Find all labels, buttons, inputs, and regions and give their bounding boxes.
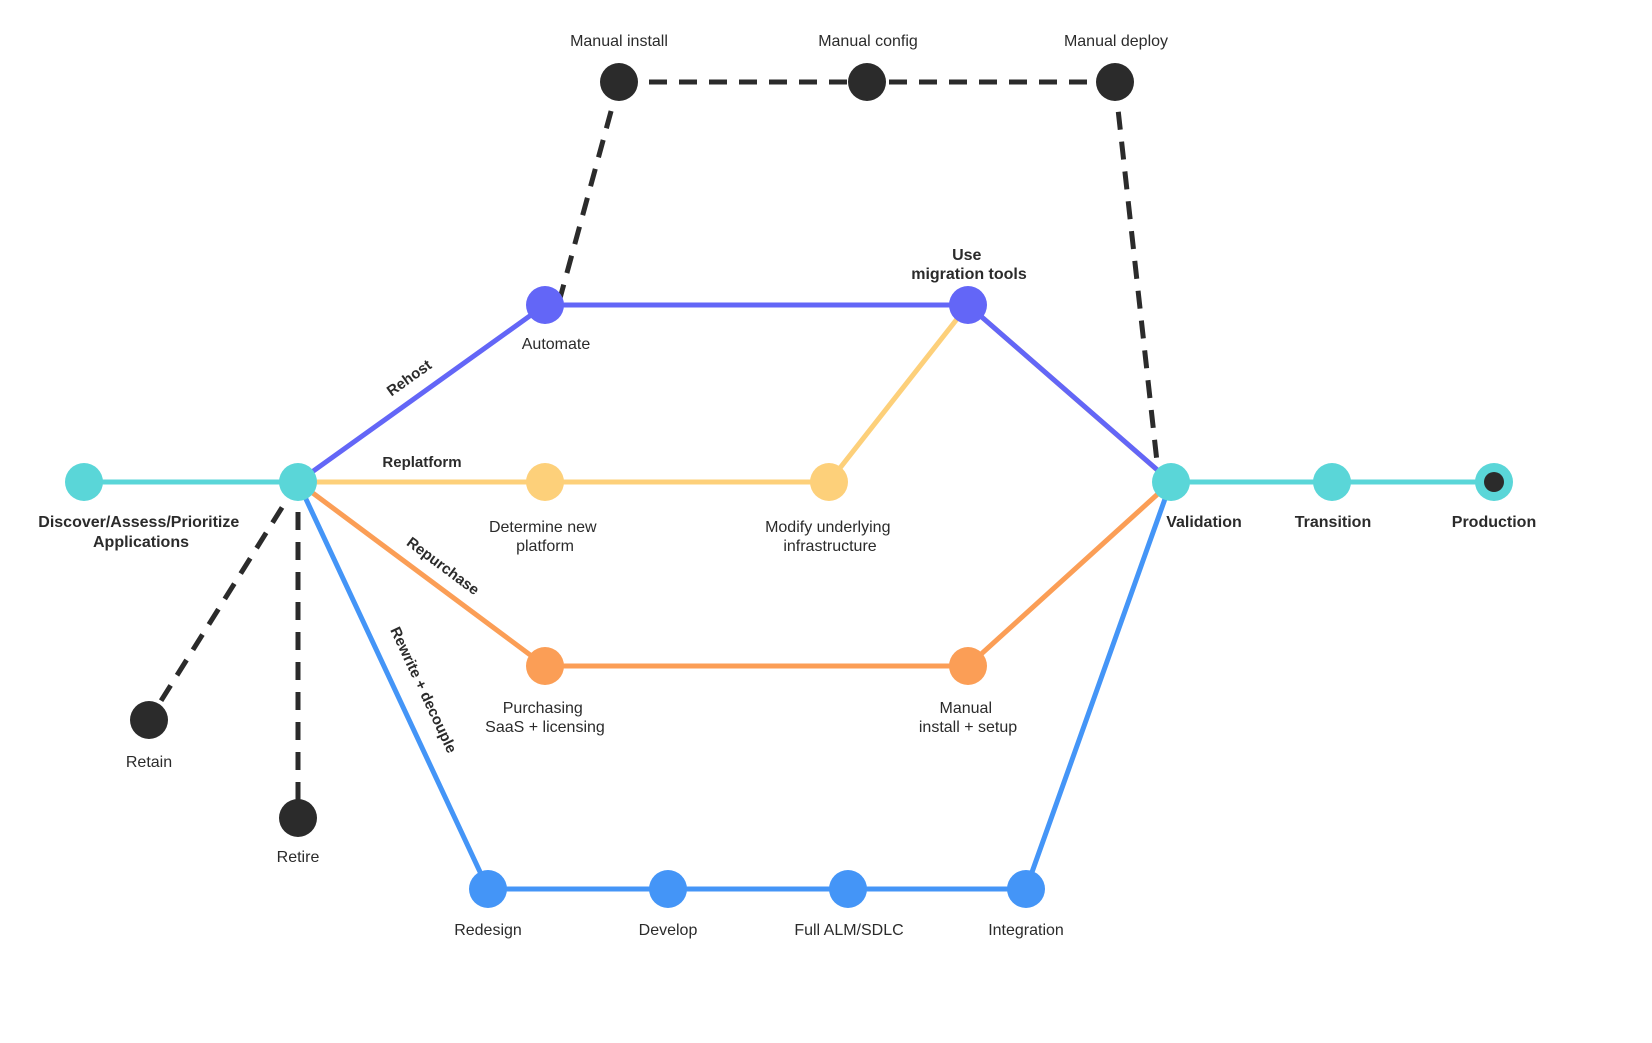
label-redesign: Redesign (454, 922, 522, 939)
label-retire: Retire (277, 849, 320, 866)
route-label-rehost: Rehost (384, 357, 435, 400)
node-migration-tools (949, 286, 987, 324)
rewrite-line (295, 480, 1174, 892)
label-transition: Transition (1295, 514, 1371, 531)
node-retain (130, 701, 168, 739)
label-integration: Integration (988, 922, 1064, 939)
label-determine-platform-line1: Determine new (489, 519, 597, 536)
retain-path (146, 480, 301, 722)
node-manual-config (848, 63, 886, 101)
label-automate: Automate (522, 336, 591, 353)
label-discover-line2: Applications (93, 534, 189, 551)
label-production: Production (1452, 514, 1536, 531)
manual-path-deploy-to-validation (1112, 81, 1162, 481)
node-integration (1007, 870, 1045, 908)
node-manual-setup (949, 647, 987, 685)
repurchase-line (296, 479, 1173, 669)
node-retire (279, 799, 317, 837)
label-determine-platform: Determine new platform (489, 519, 601, 555)
node-production-center (1484, 472, 1504, 492)
node-purchasing (526, 647, 564, 685)
label-manual-install: Manual install (570, 33, 668, 50)
label-manual-config: Manual config (818, 33, 918, 50)
node-modify-infra (810, 463, 848, 501)
label-purchasing: Purchasing SaaS + licensing (485, 700, 605, 736)
label-modify-infra: Modify underlying infrastructure (765, 519, 895, 555)
node-discover (65, 463, 103, 501)
label-alm: Full ALM/SDLC (794, 922, 903, 939)
label-purchasing-line1: Purchasing (503, 700, 583, 717)
label-determine-platform-line2: platform (516, 538, 574, 555)
manual-paths (146, 79, 1162, 818)
node-validation (1152, 463, 1190, 501)
node-automate (526, 286, 564, 324)
manual-path-automate-to-install (556, 81, 622, 303)
label-manual-deploy: Manual deploy (1064, 33, 1168, 50)
label-manual-setup-line1: Manual (940, 700, 992, 717)
label-manual-setup-line2: install + setup (919, 719, 1017, 736)
label-purchasing-line2: SaaS + licensing (485, 719, 605, 736)
node-redesign (469, 870, 507, 908)
label-migration-tools-line2: migration tools (911, 266, 1027, 283)
nodes (65, 63, 1513, 908)
rehost-line (296, 302, 1164, 485)
label-develop: Develop (639, 922, 698, 939)
node-labels: Discover/Assess/Prioritize Applications … (38, 33, 1536, 939)
label-discover-line1: Discover/Assess/Prioritize (38, 514, 239, 531)
label-modify-infra-line1: Modify underlying (765, 519, 890, 536)
label-discover: Discover/Assess/Prioritize Applications (38, 514, 243, 551)
route-lines (84, 302, 1494, 892)
label-retain: Retain (126, 754, 172, 771)
label-migration-tools: Use migration tools (911, 247, 1027, 283)
node-alm (829, 870, 867, 908)
label-validation: Validation (1166, 514, 1242, 531)
label-modify-infra-line2: infrastructure (783, 538, 876, 555)
label-migration-tools-line1: Use (952, 247, 981, 264)
node-develop (649, 870, 687, 908)
node-manual-deploy (1096, 63, 1134, 101)
route-label-replatform: Replatform (382, 454, 461, 471)
node-manual-install (600, 63, 638, 101)
node-hub (279, 463, 317, 501)
node-determine-platform (526, 463, 564, 501)
label-manual-setup: Manual install + setup (919, 700, 1017, 736)
node-transition (1313, 463, 1351, 501)
